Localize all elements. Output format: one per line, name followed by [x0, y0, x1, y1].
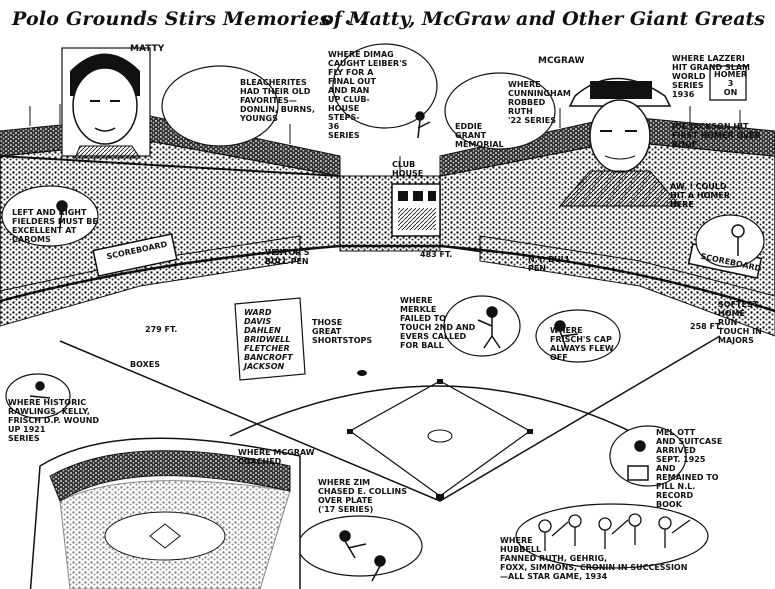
mcgraw-portrait — [558, 77, 682, 207]
matty-label: MATTY — [130, 44, 165, 54]
shortstops-caption: THOSE GREAT SHORTSTOPS — [312, 318, 373, 345]
shortstops-scroll — [234, 297, 306, 381]
boxes-label: BOXES — [130, 360, 161, 369]
outfield-wall — [0, 244, 775, 313]
right-distance-label: 258 FT. — [690, 322, 723, 331]
zim-caption: WHERE ZIM CHASED E. COLLINS OVER PLATE (… — [318, 478, 407, 514]
visitors-bull-pen-label: VISITOR'S BULL PEN — [265, 248, 310, 266]
eddie-grant-caption: EDDIE GRANT MEMORIAL — [455, 122, 504, 149]
headline-left: Polo Grounds Stirs Memories — [12, 8, 331, 30]
homer-sign-text: HOMER 3 ON — [714, 70, 748, 97]
stadium-overview-inset — [29, 437, 301, 589]
center-distance-label: 483 FT. — [420, 250, 453, 259]
headline-separator: .·. — [344, 4, 367, 30]
scoreboard-left — [92, 233, 178, 277]
homer-sign — [709, 65, 747, 101]
center-field-area — [339, 156, 441, 252]
frisch-cap-caption: WHERE FRISCH'S CAP ALWAYS FLEW OFF — [550, 326, 614, 362]
hubbell-caption: WHERE HUBBELL FANNED RUTH, GEHRIG, FOXX,… — [500, 536, 688, 581]
playing-field — [59, 335, 721, 502]
anecdote-bubbles — [1, 43, 765, 577]
headline: Polo Grounds Stirs Memories .·. of Matty… — [0, 2, 775, 36]
merkle-caption: WHERE MERKLE FAILED TO TOUCH 2nd AND EVE… — [400, 296, 476, 350]
mcgraw-coached-caption: WHERE McGRAW COACHED — [238, 448, 315, 466]
all-star-batters — [538, 513, 691, 551]
ny-bull-pen-label: N.Y. BULL PEN — [528, 255, 571, 273]
club-house-caption: CLUB HOUSE — [392, 160, 424, 178]
headline-right: of Matty, McGraw and Other Giant Greats — [321, 8, 765, 30]
cartoon-illustration — [0, 43, 775, 589]
shortstops-list: WARD DAVIS DAHLEN BRIDWELL FLETCHER BANC… — [244, 308, 293, 371]
mcgraw-label: McGRAW — [538, 56, 585, 66]
aw-homer-caption: AW, I COULD HIT A HOMER HERE — [670, 182, 730, 209]
matty-portrait — [61, 47, 151, 159]
joe-jackson-caption: JOE JACKSON HIT FIRST HOMER OVER ROOF — [672, 122, 761, 149]
softest-homer-caption: SOFTEST HOME RUN TOUCH IN MAJORS — [718, 300, 762, 345]
cunningham-caption: WHERE CUNNINGHAM ROBBED RUTH '22 SERIES — [508, 80, 571, 125]
dimag-caption: WHERE DIMAG CAUGHT LEIBER'S FLY FOR A FI… — [328, 50, 408, 140]
lazzeri-caption: WHERE LAZZERI HIT GRAND SLAM WORLD SERIE… — [672, 54, 750, 99]
bleacherites-caption: BLEACHERITES HAD THEIR OLD FAVORITES— DO… — [240, 78, 315, 123]
melott-caption: MEL OTT AND SUITCASE ARRIVED SEPT. 1925 … — [656, 428, 723, 509]
player-sketches — [29, 111, 745, 582]
rawlings-caption: WHERE HISTORIC RAWLINGS, KELLY, FRISCH D… — [8, 398, 100, 443]
left-distance-label: 279 FT. — [145, 325, 178, 334]
fielders-caption: LEFT AND RIGHT FIELDERS MUST BE EXCELLEN… — [12, 208, 98, 244]
